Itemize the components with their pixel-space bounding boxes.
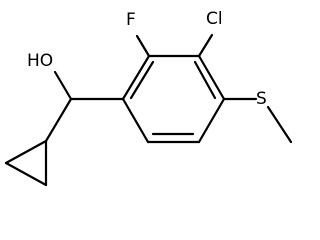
molecule-structure: HO F Cl S (4, 9, 293, 187)
cyclopropyl-ring (4, 139, 48, 187)
bond-ring-double-1 (129, 60, 155, 100)
chlorine-label: Cl (206, 9, 223, 29)
bond-cyclopropyl-2 (4, 161, 48, 187)
fluorine-label: F (126, 10, 136, 30)
bond-ring-4-5 (197, 97, 226, 144)
sulfur-label: S (256, 89, 267, 109)
bond-ring-chlorine (197, 33, 214, 58)
bond-ring-3-4 (197, 54, 226, 101)
bond-ring-1-2 (121, 54, 151, 101)
bond-ring-6-1 (121, 97, 150, 144)
benzene-ring (121, 54, 226, 144)
bond-ring-double-2 (193, 60, 217, 100)
bond-sulfur-methyl (266, 105, 293, 144)
bond-carbinol-oxygen (53, 70, 73, 101)
bond-ring-fluorine (135, 34, 151, 58)
bond-cyclopropyl-1 (4, 139, 48, 165)
hydroxyl-label: HO (27, 51, 53, 71)
bond-cyclopropyl-carbinol (44, 97, 73, 143)
